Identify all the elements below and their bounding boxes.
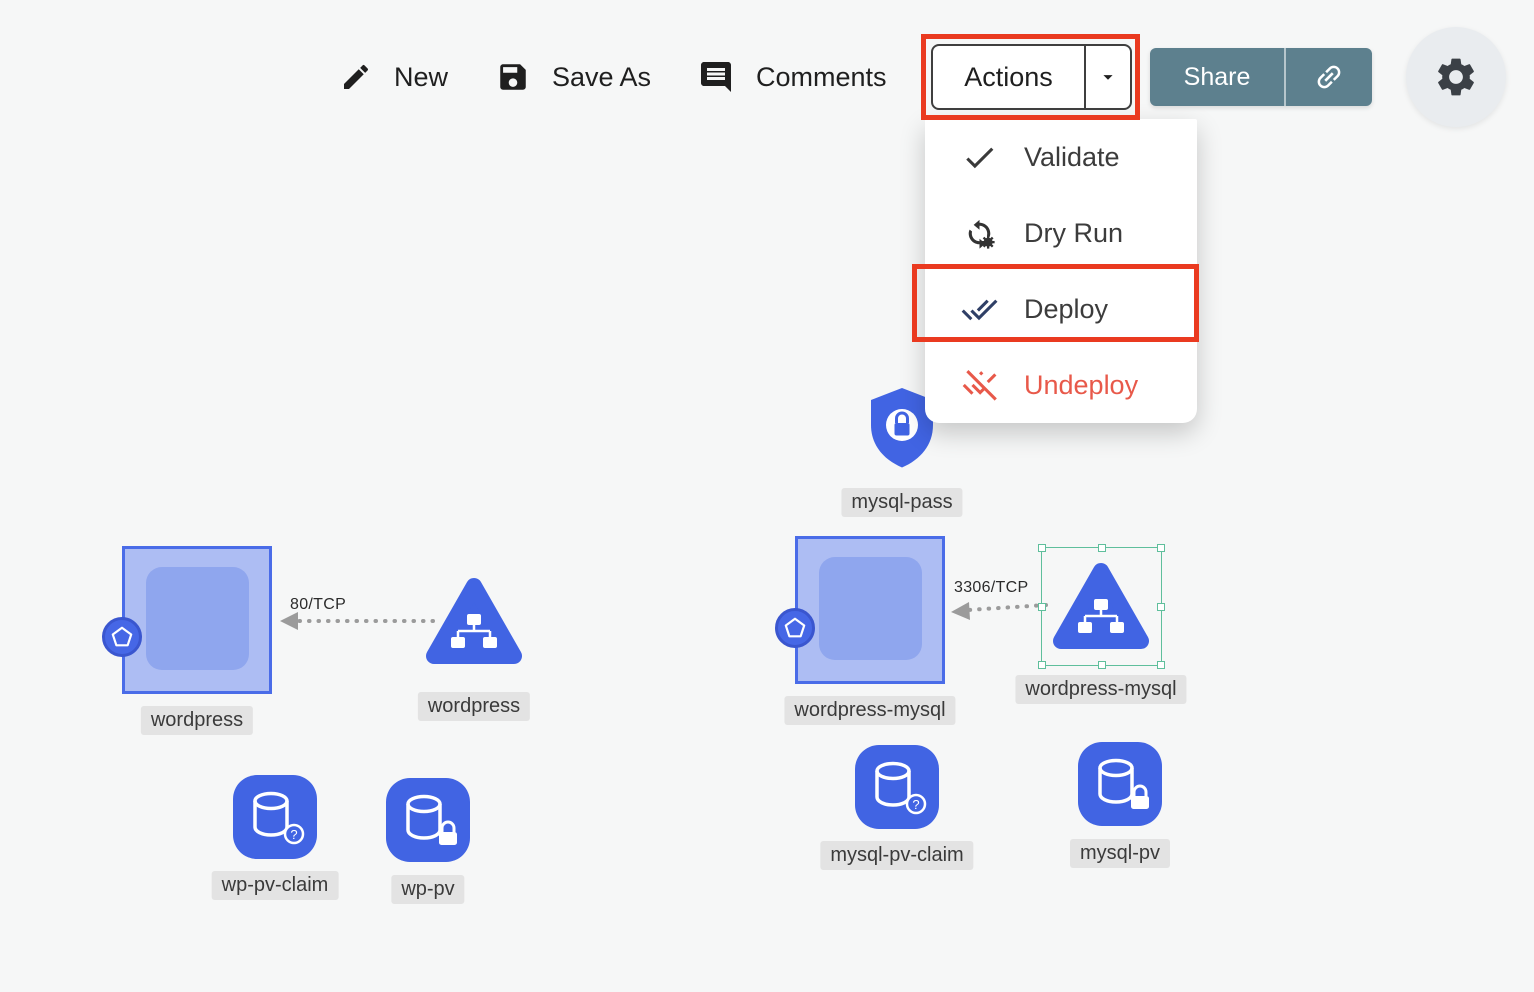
deployment-inner-box: [146, 567, 249, 670]
node-deployment-wordpress[interactable]: wordpress: [102, 546, 272, 735]
deploy-double-check-icon: [961, 299, 998, 320]
pod-badge: [102, 617, 142, 657]
chevron-down-icon: [1103, 75, 1113, 80]
node-secret-mysql-pass[interactable]: mysql-pass: [841, 385, 963, 517]
settings-button[interactable]: [1406, 27, 1506, 127]
node-label: mysql-pv: [1069, 839, 1171, 868]
pod-pentagon-icon: [784, 617, 806, 638]
share-button[interactable]: Share: [1150, 48, 1372, 106]
menu-item-dry-run[interactable]: Dry Run: [925, 195, 1197, 271]
save-as-button[interactable]: Save As: [496, 54, 651, 100]
actions-dropdown-menu: Validate Dry Run Deploy: [925, 119, 1197, 423]
gear-icon: [1438, 58, 1474, 96]
undeploy-crossed-check-icon: [962, 369, 997, 401]
node-pv-mysql-pv[interactable]: mysql-pv: [1069, 742, 1171, 868]
menu-item-label: Undeploy: [1024, 369, 1139, 400]
comment-icon: [701, 62, 731, 92]
share-divider: [1284, 48, 1286, 106]
share-link-section[interactable]: [1286, 48, 1372, 106]
service-triangle-icon: [1053, 563, 1149, 649]
node-label: wp-pv-claim: [211, 871, 339, 900]
node-label: wordpress: [417, 692, 531, 721]
node-label: wordpress-mysql: [1015, 675, 1187, 704]
node-pvc-wp-pv-claim[interactable]: ? wp-pv-claim: [211, 775, 339, 900]
check-icon: [966, 147, 994, 168]
actions-button[interactable]: Actions: [931, 44, 1132, 110]
pvc-icon: ?: [233, 775, 317, 859]
new-label: New: [394, 61, 449, 92]
share-label: Share: [1183, 62, 1251, 91]
pvc-icon: ?: [855, 745, 939, 829]
menu-item-undeploy[interactable]: Undeploy: [925, 347, 1197, 423]
new-button[interactable]: New: [340, 54, 448, 100]
link-icon: [1317, 65, 1341, 89]
edge-label-port: 80/TCP: [290, 596, 347, 613]
dry-run-icon: [968, 219, 995, 249]
actions-label: Actions: [964, 61, 1053, 92]
menu-item-label: Validate: [1024, 141, 1120, 172]
pod-pentagon-icon: [111, 626, 133, 647]
node-deployment-wordpress-mysql[interactable]: wordpress-mysql: [775, 536, 956, 725]
node-service-wordpress[interactable]: wordpress: [417, 572, 531, 721]
pencil-icon: [344, 64, 369, 89]
menu-item-label: Dry Run: [1024, 217, 1124, 248]
node-label: mysql-pv-claim: [820, 841, 974, 870]
node-label: mysql-pass: [841, 488, 963, 517]
node-service-wordpress-mysql[interactable]: wordpress-mysql: [1015, 557, 1187, 704]
menu-item-validate[interactable]: Validate: [925, 119, 1197, 195]
save-icon: [500, 64, 526, 90]
pod-badge: [775, 608, 815, 648]
svg-text:?: ?: [290, 827, 297, 842]
actions-dropdown-toggle[interactable]: [1084, 46, 1130, 108]
secret-shield-icon: [871, 388, 933, 468]
deployment-boundary: [122, 546, 272, 694]
menu-item-deploy[interactable]: Deploy: [925, 271, 1197, 347]
comments-button[interactable]: Comments: [698, 54, 887, 100]
deployment-boundary: [795, 536, 945, 684]
menu-item-label: Deploy: [1024, 293, 1109, 324]
pv-icon: [1078, 742, 1162, 826]
node-label: wordpress-mysql: [784, 696, 956, 725]
node-pvc-mysql-pv-claim[interactable]: ? mysql-pv-claim: [820, 745, 974, 870]
save-as-label: Save As: [552, 61, 652, 92]
service-triangle-icon: [426, 578, 522, 664]
node-pv-wp-pv[interactable]: wp-pv: [386, 778, 470, 904]
edge-label-port: 3306/TCP: [954, 579, 1029, 596]
deployment-inner-box: [819, 557, 922, 660]
pv-icon: [386, 778, 470, 862]
node-label: wp-pv: [391, 875, 465, 904]
comments-label: Comments: [756, 61, 887, 92]
svg-text:?: ?: [912, 797, 919, 812]
node-label: wordpress: [140, 706, 254, 735]
